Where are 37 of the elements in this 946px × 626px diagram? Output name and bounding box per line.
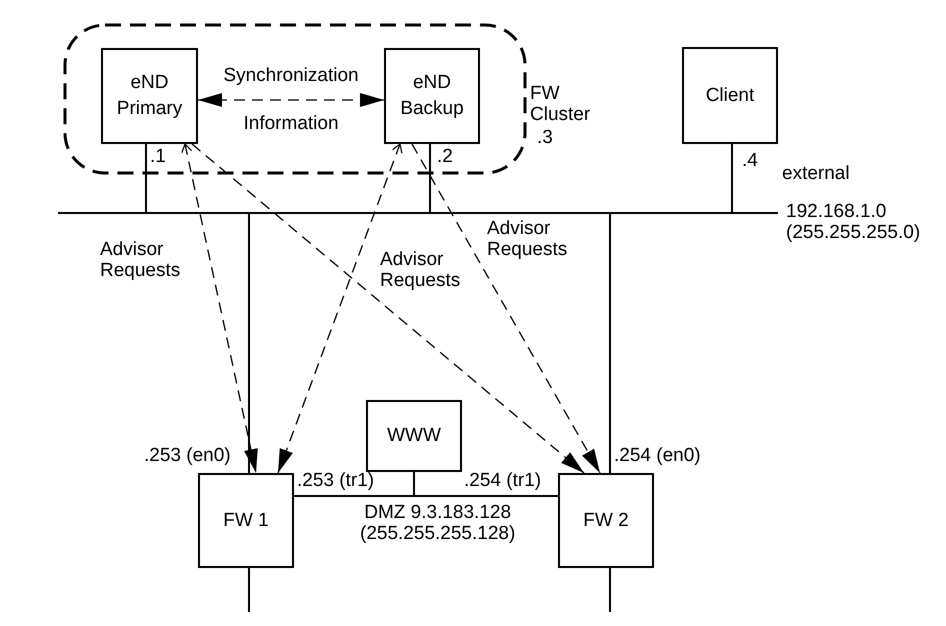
connection-line (145, 144, 147, 212)
connection-line (248, 214, 250, 473)
dashed-arrow (198, 93, 384, 107)
cluster-label: FW Cluster (530, 84, 590, 126)
dashed-arrow (192, 144, 584, 474)
dashed-arrow (181, 143, 258, 474)
address-label: .4 (742, 151, 758, 172)
connection-line (609, 214, 611, 473)
connection-line (248, 568, 250, 612)
annotation-label: Advisor Requests (487, 219, 568, 261)
edge-label: Synchronization Information (222, 64, 360, 136)
device-box: Client (682, 47, 778, 144)
connection-line (429, 144, 431, 212)
device-box: FW 2 (558, 473, 654, 568)
connection-line (731, 144, 733, 212)
network-label: external (782, 164, 850, 185)
address-label: .1 (150, 147, 166, 168)
address-label: .3 (537, 128, 553, 149)
device-box: WWW (366, 400, 462, 472)
address-label: .254 (tr1) (464, 471, 542, 492)
address-label: .2 (437, 147, 453, 168)
network-label: 192.168.1.0 (255.255.255.0) (786, 202, 920, 244)
connection-line (413, 472, 415, 495)
connection-line (609, 568, 611, 612)
address-label: .253 (tr1) (297, 471, 374, 492)
network-label: DMZ 9.3.183.128 (255.255.255.128) (360, 503, 516, 545)
connection-line (510, 495, 558, 497)
address-label: .254 (en0) (614, 446, 701, 467)
device-box: eND Backup (384, 48, 480, 144)
device-box: FW 1 (198, 473, 294, 568)
dashed-arrow (277, 143, 402, 474)
annotation-label: Advisor Requests (380, 250, 460, 292)
annotation-label: Advisor Requests (100, 240, 180, 282)
connection-line (294, 495, 340, 497)
address-label: .253 (en0) (144, 446, 231, 467)
device-box: eND Primary (101, 48, 198, 144)
dashed-arrow (411, 144, 601, 474)
